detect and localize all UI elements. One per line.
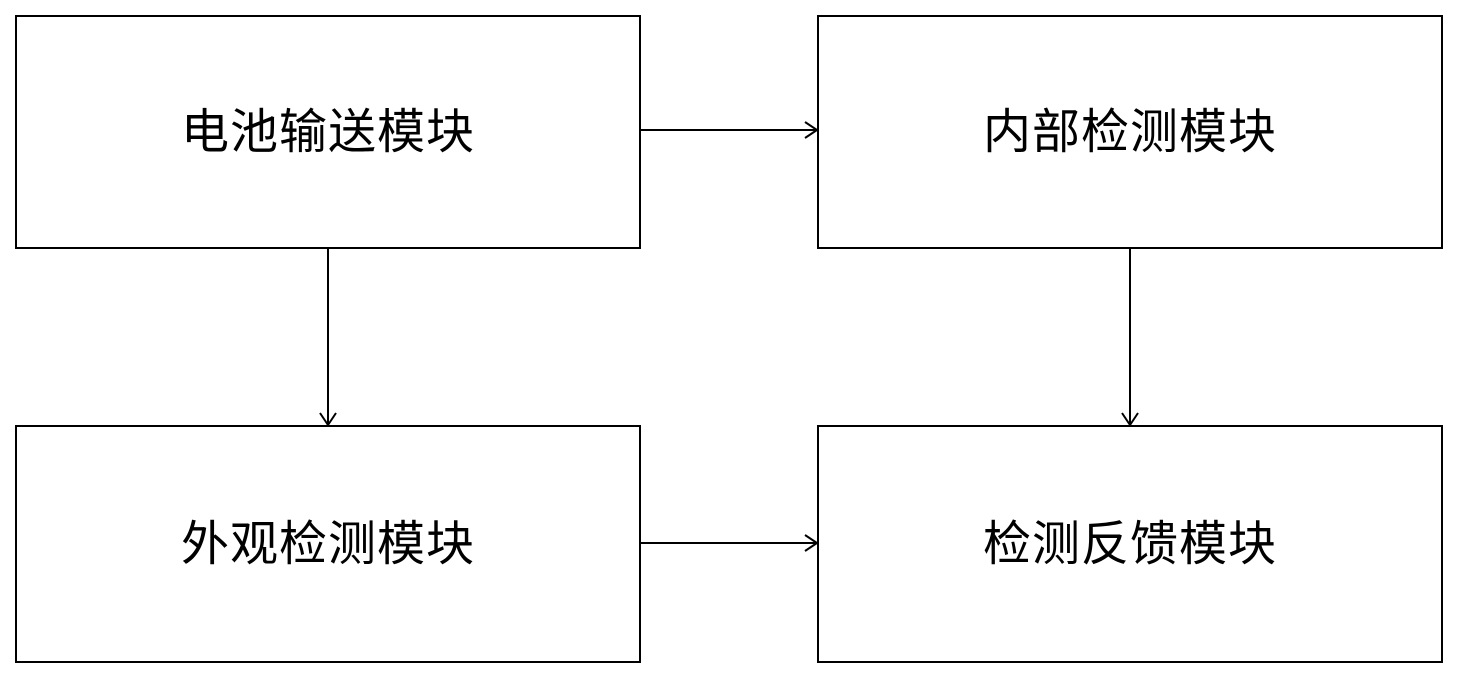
battery-conveying-module-box: 电池输送模块 bbox=[15, 15, 641, 249]
internal-detection-module-label: 内部检测模块 bbox=[982, 104, 1277, 160]
arrowhead-conveying-to-internal bbox=[804, 121, 819, 139]
internal-detection-module-box: 内部检测模块 bbox=[817, 15, 1443, 249]
arrowhead-conveying-to-appearance bbox=[319, 412, 337, 427]
arrowhead-appearance-to-feedback bbox=[804, 534, 819, 552]
appearance-detection-module-box: 外观检测模块 bbox=[15, 425, 641, 663]
detection-feedback-module-label: 检测反馈模块 bbox=[982, 516, 1277, 572]
battery-conveying-module-label: 电池输送模块 bbox=[180, 104, 475, 160]
arrowhead-internal-to-feedback bbox=[1121, 412, 1139, 427]
detection-feedback-module-box: 检测反馈模块 bbox=[817, 425, 1443, 663]
appearance-detection-module-label: 外观检测模块 bbox=[180, 516, 475, 572]
